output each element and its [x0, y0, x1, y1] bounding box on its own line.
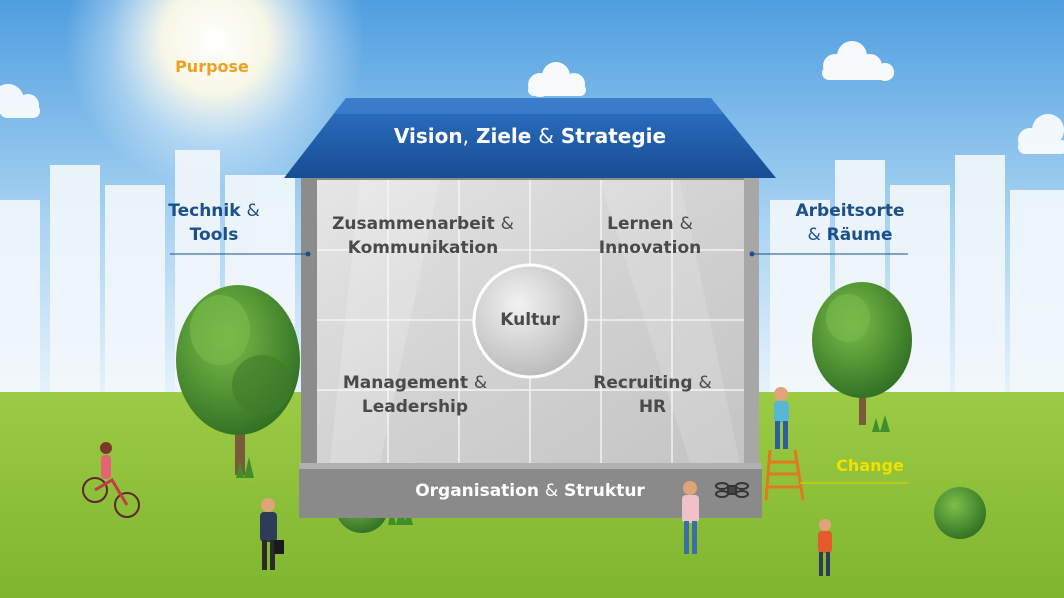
person-on-ladder [774, 387, 789, 449]
room-top-right-line1: Lernen [607, 214, 674, 234]
tree-left [176, 285, 300, 475]
roof-word-ziele: Ziele [475, 124, 532, 148]
foundation-word-struktur: Struktur [564, 481, 645, 501]
room-bottom-left: Management & Leadership [320, 371, 510, 419]
pillar-left-line1: Technik [168, 201, 241, 221]
house [284, 98, 776, 518]
foundation-word-organisation: Organisation [415, 481, 539, 501]
pillar-right-line2: Räume [826, 225, 893, 245]
room-top-left: Zusammenarbeit & Kommunikation [318, 212, 528, 260]
roof-separator: , [462, 124, 470, 148]
room-top-right-ampersand: & [679, 214, 693, 234]
pillar-right-ampersand: & [807, 225, 821, 245]
tree-right [812, 282, 912, 425]
ladder [764, 449, 805, 501]
person-cyclist [82, 442, 140, 518]
drone-icon [715, 482, 749, 498]
room-bottom-left-ampersand: & [473, 373, 488, 393]
room-bottom-right-line1: Recruiting [593, 373, 693, 393]
room-bottom-right: Recruiting & HR [565, 371, 740, 419]
cloud [0, 84, 40, 118]
purpose-label: Purpose [175, 57, 249, 76]
bush [934, 487, 986, 539]
roof-highlight [333, 98, 724, 114]
sun [65, 0, 365, 190]
room-top-right-line2: Innovation [598, 238, 702, 258]
roof [284, 98, 776, 178]
room-bottom-left-line1: Management [342, 373, 468, 393]
person-with-drone [682, 481, 699, 554]
room-top-left-ampersand: & [500, 214, 514, 234]
room-bottom-right-line2: HR [638, 397, 667, 417]
room-top-left-line2: Kommunikation [347, 238, 499, 258]
pillar-left-ampersand: & [246, 201, 260, 221]
person-child [818, 519, 832, 576]
change-label: Change [836, 456, 904, 475]
roof-word-vision: Vision [393, 124, 463, 148]
cloud [822, 41, 894, 81]
kultur-circle [472, 263, 588, 379]
pillar-right-line1: Arbeitsorte [795, 201, 905, 221]
connector-left [170, 251, 311, 257]
house-side-right [744, 176, 759, 464]
connector-right [749, 251, 908, 257]
cloud [528, 62, 586, 97]
person-businessman [260, 498, 284, 570]
room-bottom-left-line2: Leadership [361, 397, 469, 417]
roof-word-strategie: Strategie [560, 124, 667, 148]
room-top-right: Lernen & Innovation [560, 212, 740, 260]
kultur-label: Kultur [500, 310, 560, 330]
roof-ampersand: & [538, 124, 554, 148]
pillar-right-label: Arbeitsorte & Räume [780, 199, 920, 247]
pillar-left-label: Technik & Tools [150, 199, 278, 247]
foundation-label: Organisation & Struktur [380, 479, 680, 503]
pillar-left-line2: Tools [189, 225, 239, 245]
foundation-ampersand: & [544, 481, 559, 501]
cloud [1018, 114, 1064, 154]
roof-title: Vision, Ziele & Strategie [340, 124, 720, 148]
room-bottom-right-ampersand: & [698, 373, 712, 393]
room-top-left-line1: Zusammenarbeit [332, 214, 495, 234]
